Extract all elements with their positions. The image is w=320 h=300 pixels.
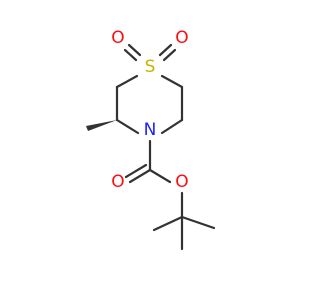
- bond-s-o-right-b: [162, 48, 177, 62]
- atom-oxygen-left: O: [111, 28, 124, 48]
- bond-s-c2: [115, 74, 139, 89]
- atom-sulfur: S: [145, 57, 156, 77]
- bond-s-o-right-a: [158, 43, 173, 57]
- molecule-diagram: S O O N O O: [86, 28, 216, 251]
- atom-nitrogen: N: [144, 120, 157, 140]
- bond-c3-n: [115, 118, 140, 135]
- bond-tbu-methyl-left: [152, 215, 184, 232]
- bond-n-c5: [160, 118, 184, 135]
- bond-c-o-double-b: [124, 163, 148, 179]
- bond-c6-s: [160, 74, 184, 89]
- atom-oxygen-ester: O: [175, 172, 188, 192]
- bond-c-o-double-a: [128, 168, 152, 184]
- bond-s-o-left-a: [127, 43, 142, 57]
- bond-c-o-ester: [148, 168, 172, 184]
- bond-tbu-methyl-right: [180, 215, 216, 230]
- atom-oxygen-right: O: [175, 28, 188, 48]
- bond-s-o-left-b: [123, 48, 138, 62]
- wedge-bond-methyl: [86, 120, 117, 131]
- atom-oxygen-carbonyl: O: [111, 172, 124, 192]
